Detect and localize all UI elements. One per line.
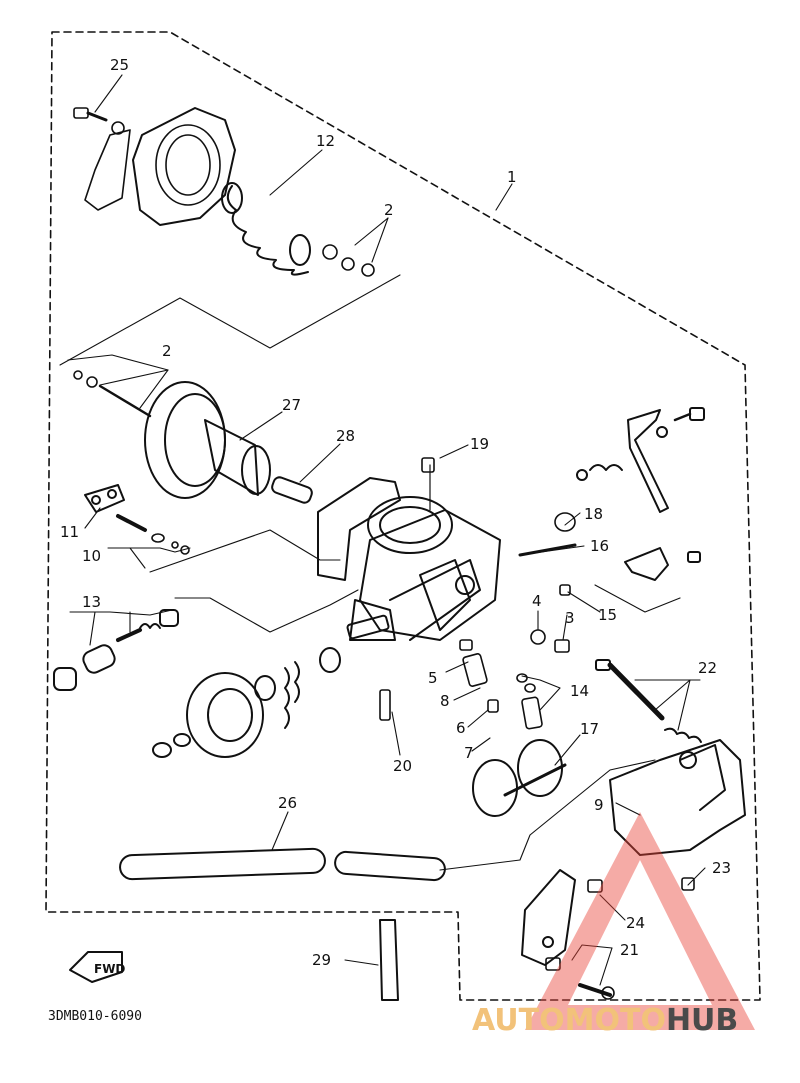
part-label-4: 4 xyxy=(532,592,542,610)
part-label-17: 17 xyxy=(580,720,599,738)
assembly-boundary xyxy=(45,31,761,1001)
needle-jet-28 xyxy=(271,476,313,504)
part-label-21: 21 xyxy=(620,941,639,959)
part-label-27: 27 xyxy=(282,396,301,414)
part-label-10: 10 xyxy=(82,547,101,565)
part-label-1: 1 xyxy=(507,168,517,186)
bracket-11 xyxy=(84,484,125,513)
part-label-14: 14 xyxy=(570,682,589,700)
throttle-bracket-9 xyxy=(609,739,746,856)
top-right-lever xyxy=(576,407,705,513)
watermark-text: AUTOMOTOHUB xyxy=(472,1003,738,1038)
pilot-screw-10 xyxy=(116,514,190,555)
leader-lines xyxy=(67,74,706,986)
diagram-code: 3DMB010-6090 xyxy=(48,1009,142,1024)
part-label-5: 5 xyxy=(428,669,438,687)
part-label-24: 24 xyxy=(626,914,645,932)
spring-small xyxy=(254,647,341,729)
pump-assembly-13 xyxy=(53,609,179,691)
part-label-16: 16 xyxy=(590,537,609,555)
top-cover xyxy=(84,107,236,226)
part-label-26: 26 xyxy=(278,794,297,812)
part-label-8: 8 xyxy=(440,692,450,710)
part-label-19: 19 xyxy=(470,435,489,453)
float-17 xyxy=(472,739,567,817)
part-label-13: 13 xyxy=(82,593,101,611)
watermark-text-secondary: HUB xyxy=(666,1003,738,1038)
screw-19 xyxy=(421,457,435,473)
lower-bracket xyxy=(521,869,576,966)
watermark-text-primary: AUTOMOTO xyxy=(472,1003,666,1038)
part-label-2-left: 2 xyxy=(162,342,172,360)
needle-parts-2 xyxy=(73,244,375,418)
part-label-3: 3 xyxy=(565,609,575,627)
part-label-7: 7 xyxy=(464,744,474,762)
fwd-arrow-icon xyxy=(69,951,123,983)
part-label-9: 9 xyxy=(594,796,604,814)
part-18 xyxy=(554,512,576,532)
part-label-18: 18 xyxy=(584,505,603,523)
hose-26 xyxy=(119,847,446,882)
part-label-12: 12 xyxy=(316,132,335,150)
part-label-11: 11 xyxy=(60,523,79,541)
part-label-22: 22 xyxy=(698,659,717,677)
jets-group xyxy=(379,639,543,730)
diaphragm-piston-27 xyxy=(144,381,271,499)
part-label-29: 29 xyxy=(312,951,331,969)
shaft-16 xyxy=(518,543,577,557)
spring-12 xyxy=(221,182,311,276)
strap-29 xyxy=(379,919,399,1001)
assembly-link-lines xyxy=(59,274,681,871)
part-label-6: 6 xyxy=(456,719,466,737)
part-label-28: 28 xyxy=(336,427,355,445)
part-label-15: 15 xyxy=(598,606,617,624)
part-label-23: 23 xyxy=(712,859,731,877)
screws-21-23-24 xyxy=(545,877,695,1000)
part-label-25: 25 xyxy=(110,56,129,74)
watermark-triangle-icon xyxy=(525,812,755,1030)
bracket-15 xyxy=(624,547,701,581)
fwd-label: FWD xyxy=(94,962,125,976)
carburetor-body xyxy=(317,464,501,641)
part-label-20: 20 xyxy=(393,757,412,775)
part-label-2-top: 2 xyxy=(384,201,394,219)
part-labels: 25 12 1 2 2 27 28 19 11 10 18 16 13 4 3 … xyxy=(48,56,738,1038)
choke-22 xyxy=(595,659,702,743)
screw-25 xyxy=(73,107,108,122)
diaphragm-cover xyxy=(152,672,264,758)
parts-3-4 xyxy=(530,584,571,653)
